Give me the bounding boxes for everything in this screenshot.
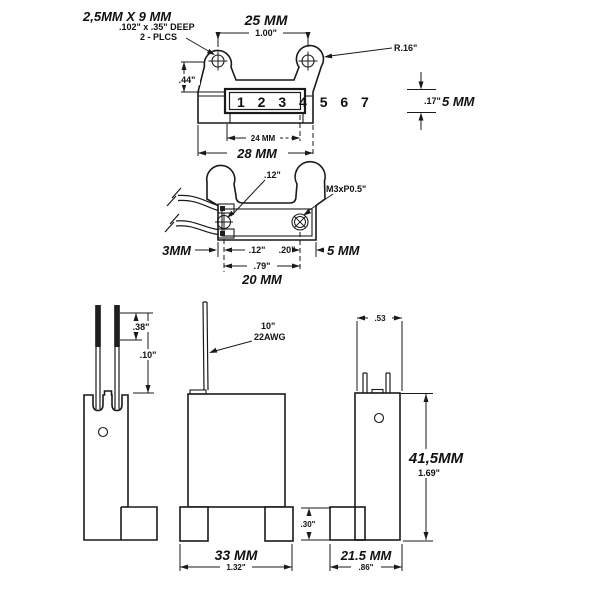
dim-132: 1.32" <box>226 563 246 572</box>
front-left-view <box>83 305 158 541</box>
left-view-wires <box>95 305 120 409</box>
terminal-strip: 1 2 3 4 5 6 7 <box>223 87 373 115</box>
right-view-body <box>354 392 401 541</box>
middle-view-wire <box>202 301 209 391</box>
terminal-numbers: 1 2 3 4 5 6 7 <box>237 94 373 110</box>
dim-415mm: 41,5MM <box>408 450 464 467</box>
front-middle-view <box>179 301 294 542</box>
dim-33mm: 33 MM <box>215 547 258 563</box>
slot-note-line2: .102" x .35" DEEP <box>119 22 195 32</box>
dim-020: .20" <box>279 245 296 255</box>
side-view-dimensions: .12" M3xP0.5" 3MM .12" .20" 5 MM .79" 20… <box>162 170 366 287</box>
dim-25mm: 25 MM <box>244 12 288 28</box>
dim-012-leader: .12" <box>264 170 281 180</box>
right-view-hole <box>373 412 385 424</box>
side-view-wires <box>164 187 219 236</box>
dim-086: .86" <box>359 563 374 572</box>
top-view-dimensions: 2,5MM X 9 MM .102" x .35" DEEP 2 - PLCS … <box>82 9 476 161</box>
strip-lower-flange <box>229 112 304 124</box>
top-view: 1 2 3 4 5 6 7 <box>197 44 373 124</box>
middle-view-foot-left <box>179 506 209 542</box>
dim-28mm: 28 MM <box>236 146 278 161</box>
dim-1in: 1.00" <box>255 28 277 38</box>
m3-screw-hole <box>291 213 309 231</box>
left-view-outline <box>83 390 158 541</box>
middle-view-dimensions: 10" 22AWG 33 MM 1.32" <box>179 321 293 572</box>
middle-view-foot-right <box>264 506 294 542</box>
side-hole-small <box>215 213 233 231</box>
middle-view-body <box>187 393 286 508</box>
dim-044: .44" <box>179 75 196 85</box>
front-right-view <box>329 372 401 541</box>
dim-169: 1.69" <box>418 468 440 478</box>
dim-20mm: 20 MM <box>241 272 283 287</box>
right-view-foot <box>329 506 366 541</box>
dim-5mm-strip: 5 MM <box>442 94 476 109</box>
middle-view-wire-boss <box>189 389 207 395</box>
dim-053: .53 <box>374 314 386 323</box>
thread-spec: M3xP0.5" <box>326 184 366 194</box>
wire-terminal-blocks <box>217 203 235 239</box>
dim-030: .30" <box>301 520 316 529</box>
mounting-hole-left <box>208 51 228 71</box>
slot-note-line1: 2,5MM X 9 MM <box>82 9 172 24</box>
dim-079: .79" <box>254 261 271 271</box>
side-view <box>164 160 326 241</box>
dim-017: .17" <box>424 96 441 106</box>
dim-038: .38" <box>133 322 150 332</box>
right-view-boss <box>371 388 384 394</box>
dim-3mm: 3MM <box>162 243 192 258</box>
dim-24mm: 24 MM <box>251 134 276 143</box>
right-view-pins <box>362 372 391 393</box>
right-view-dimensions: .53 .30" 41,5MM 1.69" 21.5 MM .86" <box>295 314 467 572</box>
dim-010: .10" <box>140 350 157 360</box>
dim-5mm: 5 MM <box>327 243 361 258</box>
left-view-dimensions: .38" .10" <box>120 312 162 394</box>
dim-012: .12" <box>249 245 266 255</box>
dim-radius: R.16" <box>394 43 417 53</box>
dim-215mm: 21.5 MM <box>340 548 393 563</box>
wire-gauge-note: 22AWG <box>254 332 286 342</box>
wire-length-note: 10" <box>261 321 275 331</box>
left-view-hole <box>97 426 109 438</box>
slot-note-line3: 2 - PLCS <box>140 32 177 42</box>
side-view-outline <box>205 160 326 241</box>
mounting-hole-right <box>298 51 318 71</box>
